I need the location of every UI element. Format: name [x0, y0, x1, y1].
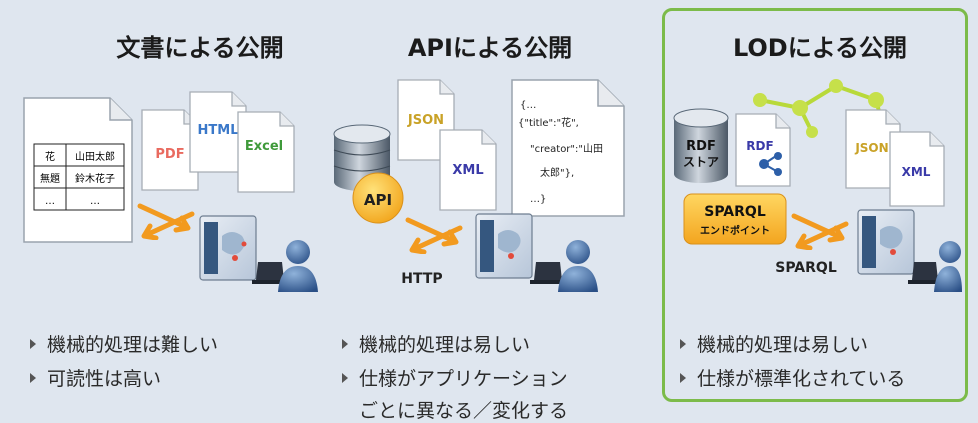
title-document-publishing: 文書による公開	[116, 34, 284, 62]
bullet-text: 機械的処理は難しい	[47, 334, 219, 356]
xml-file-icon: XML	[889, 131, 945, 207]
table-cell: 無題	[40, 172, 60, 185]
table-cell: …	[45, 196, 55, 207]
json-label: JSON	[407, 113, 444, 128]
bullet-item: 機械的処理は易しい	[342, 330, 530, 357]
map-application-icon	[199, 215, 257, 281]
bullet-item: 機械的処理は易しい	[680, 330, 868, 357]
rdf-file-icon: RDF	[735, 113, 791, 187]
table-cell: 鈴木花子	[75, 172, 115, 185]
bullet-marker-icon	[30, 338, 36, 349]
sparql-endpoint-label-1: SPARQL	[704, 204, 766, 220]
data-table	[33, 143, 125, 211]
laptop-icon	[530, 262, 566, 284]
bullet-marker-icon	[680, 338, 686, 349]
exchange-arrows-icon	[408, 220, 460, 252]
user-icon	[278, 240, 318, 292]
rdf-store-label-2: ストア	[683, 155, 719, 169]
bullet-text: 可読性は高い	[47, 368, 162, 390]
bullet-text: 仕様が標準化されている	[697, 368, 906, 390]
bullet-item: 機械的処理は難しい	[30, 330, 218, 357]
table-cell: 花	[45, 150, 55, 163]
api-label: API	[364, 191, 392, 209]
title-api-publishing: APIによる公開	[407, 34, 573, 62]
json-sample-lines: {… {"title":"花", "creator":"山田 太郎"}, …}	[518, 100, 603, 205]
user-icon	[558, 240, 598, 292]
laptop-icon	[252, 262, 288, 284]
bullet-marker-icon	[30, 372, 36, 383]
bullet-text: 機械的処理は易しい	[697, 334, 869, 356]
bullet-item: 可読性は高い	[30, 364, 161, 391]
rdf-store-label-1: RDF	[686, 139, 716, 154]
table-cell: …	[90, 196, 100, 207]
sparql-endpoint-label-2: エンドポイント	[700, 224, 770, 237]
bullet-marker-icon	[342, 372, 348, 383]
exchange-arrows-icon	[140, 206, 192, 238]
map-application-icon	[857, 209, 915, 275]
excel-file-icon: Excel	[237, 111, 295, 193]
lod-highlight-frame	[662, 8, 968, 402]
exchange-arrows-icon	[794, 216, 846, 248]
bullet-marker-icon	[342, 338, 348, 349]
bullet-text: 仕様がアプリケーション	[359, 368, 568, 390]
xml-label: XML	[902, 165, 931, 179]
bullet-text: 機械的処理は易しい	[359, 334, 531, 356]
html-file-icon: HTML	[189, 91, 247, 173]
map-application-icon	[475, 213, 533, 279]
bullet-marker-icon	[680, 372, 686, 383]
json-document-icon	[511, 79, 625, 217]
xml-file-icon: XML	[439, 129, 497, 211]
json-line: {"title":"花",	[518, 116, 579, 129]
title-lod-publishing: LODによる公開	[732, 34, 908, 62]
json-file-icon: JSON	[845, 109, 901, 189]
json-line: {…	[520, 100, 536, 111]
json-line: "creator":"山田	[530, 143, 603, 155]
rdf-store-database-icon: RDF ストア	[673, 108, 729, 183]
excel-label: Excel	[245, 139, 283, 154]
bullet-item: 仕様がアプリケーション	[342, 364, 568, 391]
json-label: JSON	[854, 141, 888, 155]
pdf-label: PDF	[155, 147, 184, 162]
http-label: HTTP	[401, 271, 442, 287]
api-badge: API	[352, 172, 404, 224]
user-icon	[934, 241, 962, 292]
sparql-protocol-label: SPARQL	[775, 260, 837, 276]
laptop-icon	[908, 262, 942, 284]
table-cell: 山田太郎	[75, 150, 115, 163]
sparql-endpoint-box: SPARQL エンドポイント	[683, 193, 787, 245]
table-cells: 花 山田太郎 無題 鈴木花子 … …	[40, 150, 115, 207]
html-label: HTML	[198, 123, 239, 138]
json-line: …}	[530, 194, 546, 205]
bullet-item: 仕様が標準化されている	[680, 364, 905, 391]
document-page-icon	[23, 97, 133, 243]
xml-label: XML	[452, 163, 483, 178]
rdf-graph-icon	[759, 152, 782, 176]
rdf-label: RDF	[746, 139, 773, 153]
bullet-continuation: ごとに異なる／変化する	[359, 400, 569, 422]
json-line: 太郎"},	[540, 166, 574, 179]
